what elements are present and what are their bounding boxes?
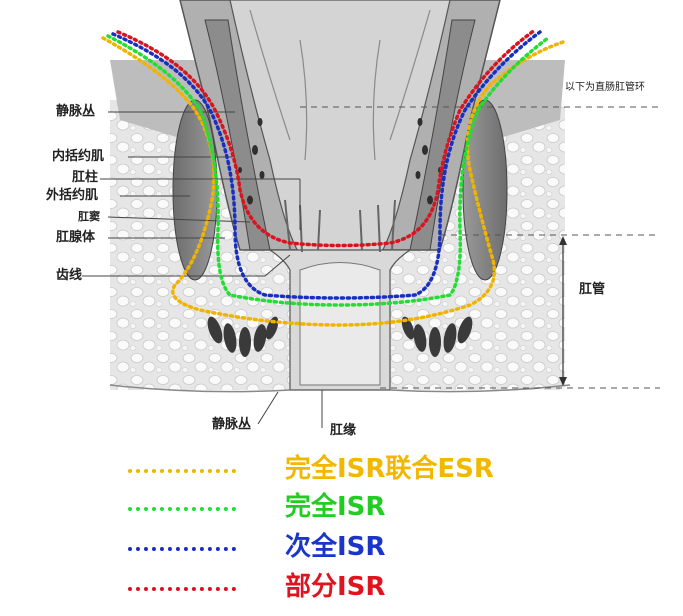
arrowhead-top	[559, 236, 567, 245]
resection-line-subtotal-isr	[111, 30, 542, 300]
label-anal-verge: 肛缘	[330, 423, 357, 438]
label-anal-column: 肛柱	[72, 170, 99, 185]
label-dentate-line: 齿线	[56, 268, 83, 283]
legend-label-subtotal-isr: 次全ISR	[285, 532, 386, 562]
skin-surface	[109, 384, 571, 393]
legend-item-subtotal-isr: 次全ISR	[0, 530, 683, 566]
label-internal-sphincter: 内括约肌	[52, 149, 105, 164]
label-anal-sinus: 肛窦	[78, 210, 100, 223]
resection-line-complete-isr	[106, 34, 550, 307]
anal-columns	[284, 199, 396, 253]
arrowhead-bottom	[559, 377, 567, 386]
legend-label-partial-isr: 部分ISR	[285, 572, 386, 602]
wall-texture	[238, 118, 442, 205]
legend-line-isr-esr	[128, 469, 236, 473]
anal-canal-illustration	[82, 0, 660, 428]
legend-line-partial-isr	[128, 587, 236, 591]
label-external-sphincter: 外括约肌	[46, 188, 99, 203]
label-venous-plexus-top: 静脉丛	[56, 104, 96, 119]
legend-label-isr-esr: 完全ISR联合ESR	[285, 454, 494, 484]
label-venous-plexus-bottom: 静脉丛	[212, 417, 252, 432]
resection-line-partial-isr	[116, 28, 537, 248]
label-anal-gland: 肛腺体	[56, 230, 96, 245]
fat-tissue-bottom	[120, 300, 560, 390]
label-rectal-ring-note: 以下为直肠肛管环	[565, 82, 645, 93]
legend-line-subtotal-isr	[128, 547, 236, 551]
legend-line-complete-isr	[128, 507, 236, 511]
legend-item-isr-esr: 完全ISR联合ESR	[0, 452, 683, 488]
legend-item-partial-isr: 部分ISR	[0, 570, 683, 606]
subcutaneous-sphincter-right	[401, 316, 473, 357]
mucosa-folds	[249, 9, 431, 161]
legend-label-complete-isr: 完全ISR	[285, 492, 386, 522]
legend-item-complete-isr: 完全ISR	[0, 490, 683, 526]
label-anal-canal: 肛管	[579, 282, 606, 297]
leader-lines	[82, 111, 323, 428]
